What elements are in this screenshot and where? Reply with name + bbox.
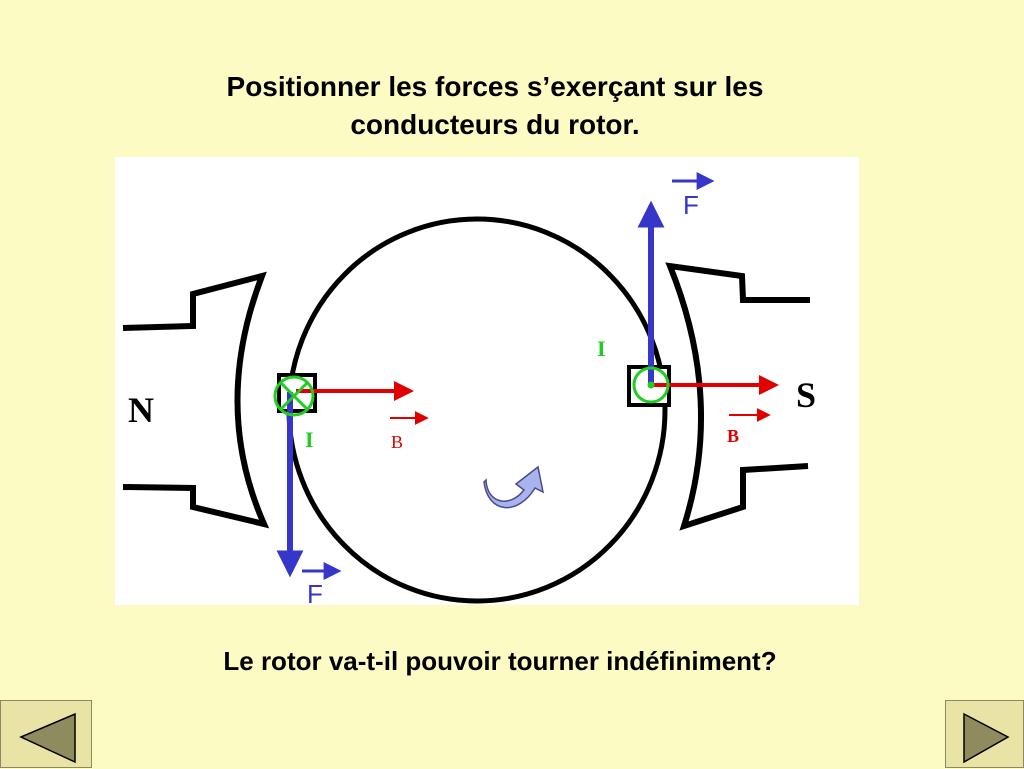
question-text: Le rotor va-t-il pouvoir tourner indéfin… (223, 646, 777, 676)
force-label-top: F (683, 190, 699, 220)
slide-title: Positionner les forces s’exerçant sur le… (0, 68, 990, 144)
next-slide-button[interactable] (945, 700, 1024, 768)
title-line-2: conducteurs du rotor. (350, 109, 640, 140)
south-pole-piece (665, 262, 810, 531)
rotation-arrow-icon (483, 465, 545, 509)
triangle-right-icon (963, 712, 1010, 764)
force-label-bottom: F (307, 579, 323, 609)
north-pole-piece (122, 271, 270, 529)
diagram-panel (115, 157, 859, 605)
previous-slide-button[interactable] (0, 700, 92, 768)
north-label: N (128, 390, 154, 430)
current-out-of-page-icon (632, 366, 670, 404)
south-label: S (796, 375, 816, 415)
title-line-1: Positionner les forces s’exerçant sur le… (226, 71, 764, 102)
current-label-right: I (597, 336, 606, 361)
current-label-left: I (305, 427, 314, 452)
triangle-left-icon (19, 712, 76, 764)
current-into-page-icon (273, 375, 315, 417)
field-label-left: B (391, 432, 403, 452)
field-label-right: B (727, 426, 739, 446)
